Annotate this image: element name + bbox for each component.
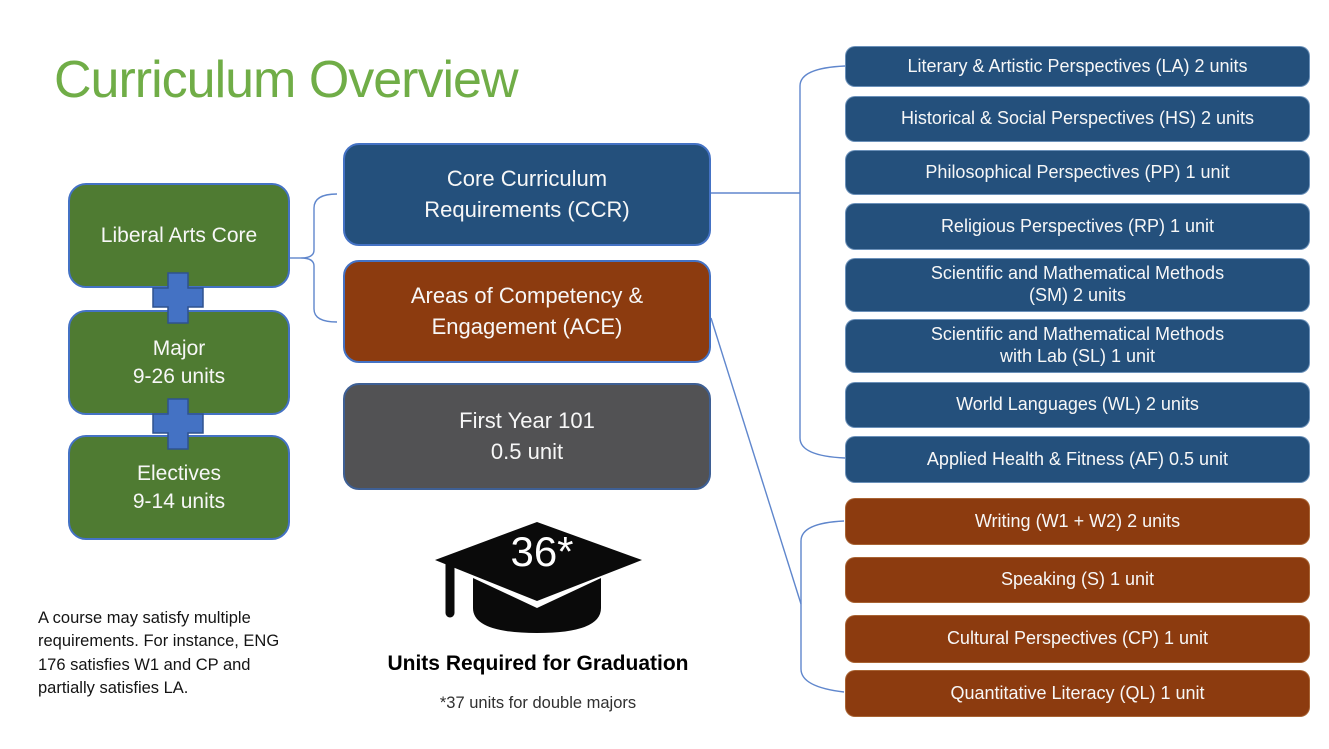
box-electives: Electives 9-14 units bbox=[68, 435, 290, 540]
ccr-item-label: Scientific and Mathematical Methods (SM)… bbox=[930, 263, 1225, 305]
box-liberal-arts-core-label: Liberal Arts Core bbox=[100, 223, 258, 247]
box-ace-label: Areas of Competency & Engagement (ACE) bbox=[410, 282, 644, 339]
plus-icon bbox=[152, 272, 204, 324]
ccr-item: Religious Perspectives (RP) 1 unit bbox=[845, 203, 1310, 250]
box-first-year: First Year 101 0.5 unit bbox=[343, 383, 711, 490]
ace-item: Quantitative Literacy (QL) 1 unit bbox=[845, 670, 1310, 717]
box-ccr-label: Core Curriculum Requirements (CCR) bbox=[424, 165, 630, 222]
line-ace bbox=[710, 317, 802, 605]
ccr-item-label: Applied Health & Fitness (AF) 0.5 unit bbox=[926, 448, 1229, 469]
ccr-item: World Languages (WL) 2 units bbox=[845, 382, 1310, 428]
box-major: Major 9-26 units bbox=[68, 310, 290, 415]
ccr-item: Applied Health & Fitness (AF) 0.5 unit bbox=[845, 436, 1310, 483]
ccr-item-label: World Languages (WL) 2 units bbox=[956, 394, 1199, 415]
box-ace: Areas of Competency & Engagement (ACE) bbox=[343, 260, 711, 363]
ccr-item-label: Literary & Artistic Perspectives (LA) 2 … bbox=[907, 55, 1248, 76]
ccr-item: Literary & Artistic Perspectives (LA) 2 … bbox=[845, 46, 1310, 87]
ace-item: Writing (W1 + W2) 2 units bbox=[845, 498, 1310, 545]
box-liberal-arts-core: Liberal Arts Core bbox=[68, 183, 290, 288]
graduation-footnote: *37 units for double majors bbox=[439, 694, 637, 712]
ccr-item: Scientific and Mathematical Methods with… bbox=[845, 319, 1310, 373]
ccr-item: Scientific and Mathematical Methods (SM)… bbox=[845, 258, 1310, 312]
ace-item-label: Writing (W1 + W2) 2 units bbox=[974, 510, 1181, 531]
ccr-item-label: Philosophical Perspectives (PP) 1 unit bbox=[925, 161, 1230, 182]
graduation-caption: Units Required for Graduation bbox=[387, 652, 689, 675]
ace-item: Cultural Perspectives (CP) 1 unit bbox=[845, 615, 1310, 663]
ccr-item-label: Historical & Social Perspectives (HS) 2 … bbox=[900, 108, 1255, 129]
ccr-item-label: Religious Perspectives (RP) 1 unit bbox=[940, 215, 1215, 236]
box-ccr: Core Curriculum Requirements (CCR) bbox=[343, 143, 711, 246]
page-title: Curriculum Overview bbox=[54, 51, 519, 109]
bracket-ccr-group bbox=[799, 65, 846, 459]
ccr-item-label: Scientific and Mathematical Methods with… bbox=[930, 324, 1225, 366]
ccr-item: Philosophical Perspectives (PP) 1 unit bbox=[845, 150, 1310, 195]
ace-item-label: Quantitative Literacy (QL) 1 unit bbox=[950, 682, 1205, 703]
box-electives-label: Electives 9-14 units bbox=[132, 462, 226, 513]
graduation-units: 36* bbox=[510, 528, 574, 575]
box-first-year-label: First Year 101 0.5 unit bbox=[459, 407, 595, 464]
brace-liberal-arts bbox=[300, 193, 338, 323]
box-major-label: Major 9-26 units bbox=[132, 337, 226, 388]
ace-item-label: Speaking (S) 1 unit bbox=[1000, 569, 1155, 590]
ccr-item: Historical & Social Perspectives (HS) 2 … bbox=[845, 96, 1310, 142]
note-text: A course may satisfy multiple requiremen… bbox=[38, 608, 280, 698]
bracket-ace-group bbox=[800, 520, 845, 693]
ace-item: Speaking (S) 1 unit bbox=[845, 557, 1310, 603]
plus-icon bbox=[152, 398, 204, 450]
ace-item-label: Cultural Perspectives (CP) 1 unit bbox=[946, 628, 1209, 649]
graduation-cap-icon bbox=[435, 522, 642, 633]
